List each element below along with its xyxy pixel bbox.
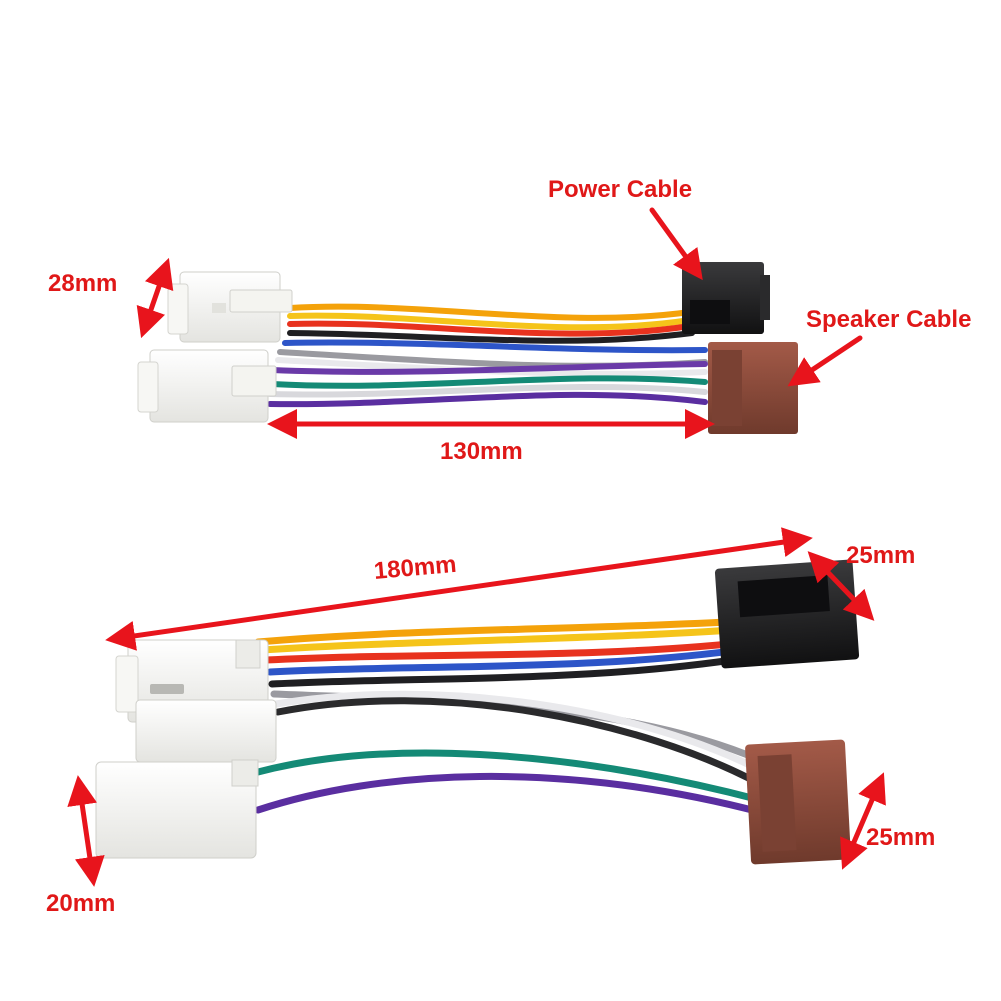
top-white-connector-b xyxy=(137,349,277,423)
power-height-25mm-arrow xyxy=(807,551,875,621)
speaker-pointer-arrow xyxy=(787,335,863,387)
top-harness xyxy=(137,262,798,434)
power-cable-label: Power Cable xyxy=(548,176,693,203)
bottom-dimension-arrows xyxy=(67,527,886,887)
top-white-connector-a xyxy=(167,271,293,343)
bottom-white-connector-c xyxy=(95,759,259,859)
connector-height-20mm-arrow xyxy=(67,775,105,887)
bottom-white-connector-b xyxy=(135,699,277,763)
bottom-wires xyxy=(254,616,774,816)
length-180mm-arrow xyxy=(105,527,813,651)
bottom-speaker-connector xyxy=(745,739,851,865)
top-length-label: 130mm xyxy=(440,438,523,465)
top-power-connector xyxy=(682,262,770,334)
speaker-height-25mm-arrow xyxy=(840,772,886,870)
top-height-label: 28mm xyxy=(48,270,118,297)
power-pointer-arrow xyxy=(649,207,703,281)
speaker-cable-label: Speaker Cable xyxy=(806,306,972,333)
bottom-power-connector xyxy=(714,559,860,669)
bottom-connector-height-label: 20mm xyxy=(46,890,116,917)
bottom-harness xyxy=(95,559,860,865)
bottom-speaker-height-label: 25mm xyxy=(866,824,936,851)
height-28mm-arrow xyxy=(136,257,174,339)
top-wires xyxy=(267,303,708,408)
top-speaker-connector xyxy=(708,342,798,434)
top-dimension-arrows xyxy=(136,207,863,439)
bottom-power-height-label: 25mm xyxy=(846,542,916,569)
